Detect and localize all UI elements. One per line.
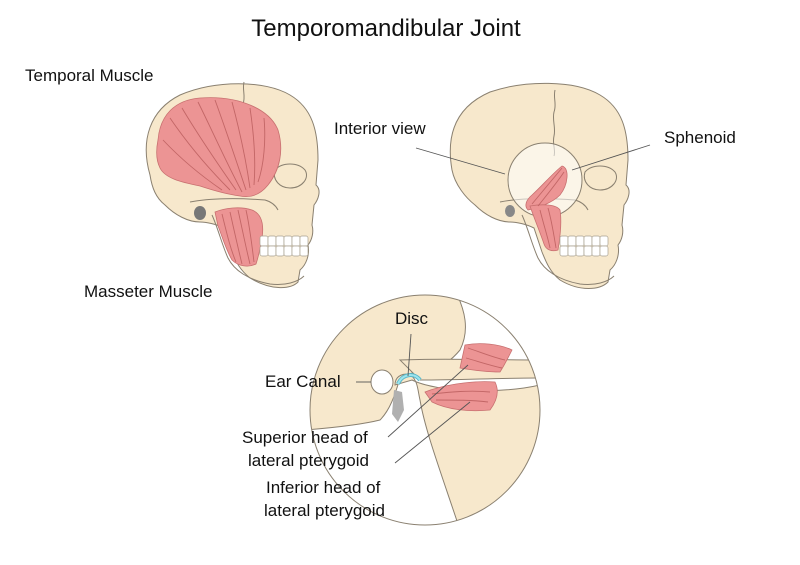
left-mandible-outline (211, 214, 305, 285)
label-sphenoid: Sphenoid (664, 128, 736, 147)
masseter-muscle (214, 207, 264, 267)
detail-gray-tissue (392, 390, 404, 422)
ear-canal-opening (370, 369, 394, 395)
right-ear-hole (505, 205, 515, 217)
superior-head-muscle (459, 343, 513, 373)
right-teeth (559, 235, 609, 257)
label-superior-head-line2: lateral pterygoid (248, 451, 369, 470)
left-eye-socket (273, 163, 307, 189)
label-ear-canal: Ear Canal (265, 372, 341, 391)
label-inferior-head-line2: lateral pterygoid (264, 501, 385, 520)
right-skull-illustration (415, 82, 651, 289)
label-superior-head-line1: Superior head of (242, 428, 368, 447)
right-eye-socket (583, 165, 617, 191)
label-disc: Disc (395, 309, 429, 328)
temporal-muscle (156, 97, 282, 197)
joint-detail-illustration (309, 294, 541, 526)
left-zygomatic-arch (189, 198, 279, 211)
leader-inferior-head (394, 401, 471, 464)
label-temporal-muscle: Temporal Muscle (25, 66, 154, 85)
medial-pterygoid-muscle (529, 204, 562, 252)
label-interior-view: Interior view (334, 119, 426, 138)
left-skull-illustration (145, 81, 320, 288)
left-ear-hole (194, 206, 206, 220)
detail-circle-outline (309, 294, 541, 526)
leader-interior-view (415, 147, 506, 175)
right-pterygoid-fibers (531, 167, 565, 249)
right-mandible-outline (521, 214, 615, 285)
leader-sphenoid (571, 144, 651, 171)
label-inferior-head-line1: Inferior head of (266, 478, 381, 497)
leader-superior-head (387, 364, 469, 438)
left-teeth (259, 235, 309, 257)
leader-disc (407, 333, 412, 377)
inferior-head-muscle (424, 381, 498, 412)
diagram-title: Temporomandibular Joint (251, 15, 521, 42)
label-masseter-muscle: Masseter Muscle (84, 282, 212, 301)
temporal-muscle-fibers (162, 99, 266, 193)
masseter-muscle-fibers (221, 209, 255, 265)
